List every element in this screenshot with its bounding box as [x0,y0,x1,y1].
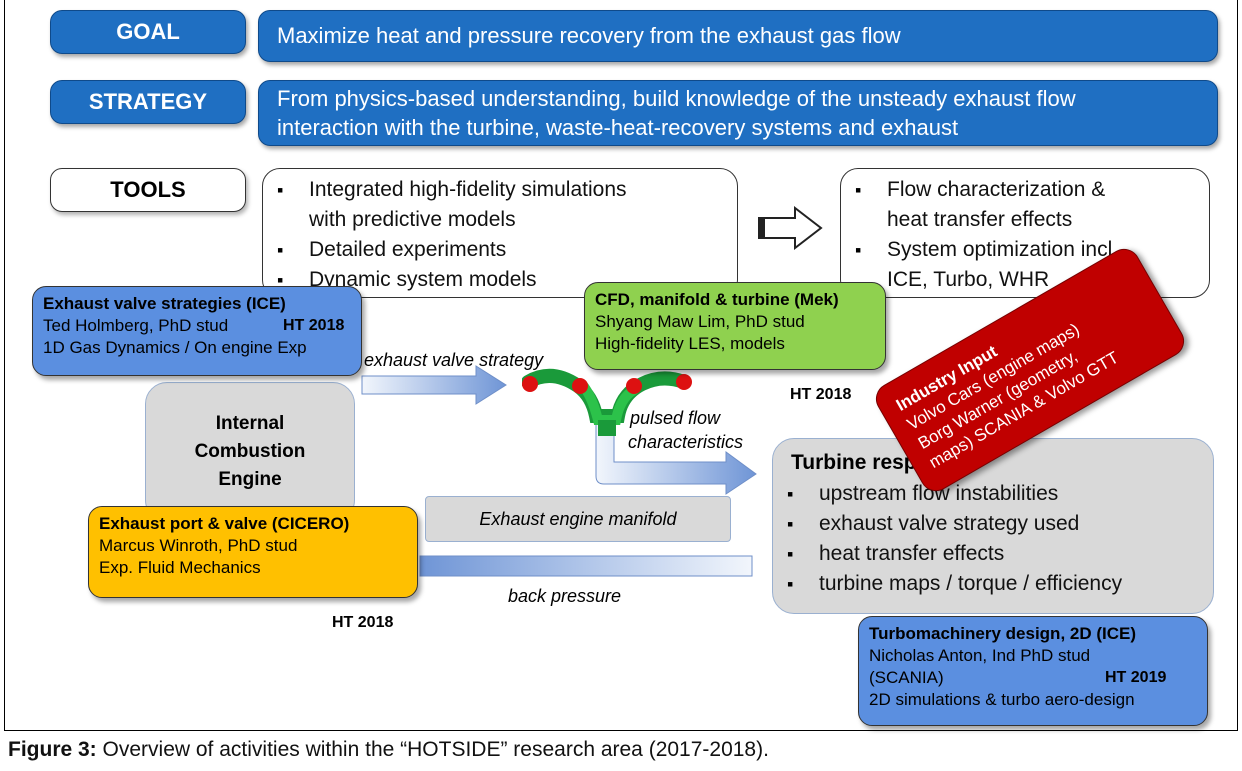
manifold-label: Exhaust engine manifold [479,508,677,529]
strategy-line-2: interaction with the turbine, waste-heat… [277,115,959,140]
ht-badge: HT 2018 [332,614,394,631]
card-line: High-fidelity LES, models [595,334,785,353]
cfd-card: CFD, manifold & turbine (Mek) Shyang Maw… [584,282,886,370]
card-line: Nicholas Anton, Ind PhD stud [869,646,1091,665]
exhaust-port-card: Exhaust port & valve (CICERO) Marcus Win… [88,506,418,598]
strategy-line-1: From physics-based understanding, build … [277,86,1076,111]
ht-badge: HT 2018 [283,317,345,334]
figure-frame [4,0,1238,731]
tools-right-box: Flow characterization & heat transfer ef… [840,168,1210,298]
engine-box: Internal Combustion Engine [145,382,355,522]
back-pressure-label: back pressure [508,586,622,606]
card-title: Turbomachinery design, 2D (ICE) [869,624,1137,643]
turbine-response-title: Turbine resp [791,451,917,474]
pulsed-flow-label-1: pulsed flow [630,408,721,428]
goal-text: Maximize heat and pressure recovery from… [258,10,1218,62]
turbine-item: exhaust valve strategy used [773,509,1213,539]
back-pressure-arrow [419,555,753,577]
card-title: Exhaust port & valve (CICERO) [99,514,350,533]
tools-left-box: Integrated high-fidelity simulations wit… [262,168,738,298]
valve-strategy-arrow [361,365,507,405]
ht-badge: HT 2019 [1105,669,1167,686]
turbine-item: upstream flow instabilities [773,479,1213,509]
valve-strategy-label: exhaust valve strategy [364,350,544,370]
card-line: Ted Holmberg, PhD stud [43,316,229,335]
card-line: (SCANIA) [869,668,944,687]
pulsed-flow-label-2: characteristics [628,432,744,452]
tools-item: Detailed experiments [263,235,737,265]
card-line: 2D simulations & turbo aero-design [869,690,1135,709]
figure-caption: Figure 3: Overview of activities within … [8,738,769,762]
card-line: 1D Gas Dynamics / On engine Exp [43,338,307,357]
strategy-label: STRATEGY [50,80,246,124]
tools-result-item-cont: heat transfer effects [887,208,1073,231]
tools-result-item-cont: ICE, Turbo, WHR [887,268,1050,291]
pulsed-flow-arrow [595,423,757,495]
caption-text: Overview of activities within the “HOTSI… [96,738,769,761]
card-title: Exhaust valve strategies (ICE) [43,294,286,313]
turbo-card: Turbomachinery design, 2D (ICE) Nicholas… [858,616,1208,726]
caption-prefix: Figure 3: [8,738,97,761]
right-arrow-icon [758,206,823,250]
turbine-item: heat transfer effects [773,539,1213,569]
engine-line-1: Internal [215,413,285,434]
tools-item: Dynamic system models [263,265,737,295]
exhaust-valve-card: Exhaust valve strategies (ICE) Ted Holmb… [32,286,362,376]
turbine-item: turbine maps / torque / efficiency [773,569,1213,599]
turbine-response-box: Turbine resp upstream flow instabilities… [772,438,1214,614]
engine-line-3: Engine [218,469,282,490]
tools-label: TOOLS [50,168,246,212]
engine-line-2: Combustion [194,441,306,462]
tools-item: Integrated high-fidelity simulations [263,175,737,205]
manifold-icon [522,369,692,436]
card-title: CFD, manifold & turbine (Mek) [595,290,839,309]
card-line: Shyang Maw Lim, PhD stud [595,312,805,331]
tools-result-item: System optimization incl. [841,235,1209,265]
tools-item-cont: with predictive models [309,208,516,231]
card-line: Exp. Fluid Mechanics [99,558,261,577]
ht-badge: HT 2018 [790,386,852,403]
strategy-text: From physics-based understanding, build … [258,80,1218,146]
card-line: Marcus Winroth, PhD stud [99,536,298,555]
flow-arrows [361,365,757,577]
tools-result-item: Flow characterization & [841,175,1209,205]
manifold-label-box: Exhaust engine manifold [425,496,731,542]
goal-label: GOAL [50,10,246,54]
